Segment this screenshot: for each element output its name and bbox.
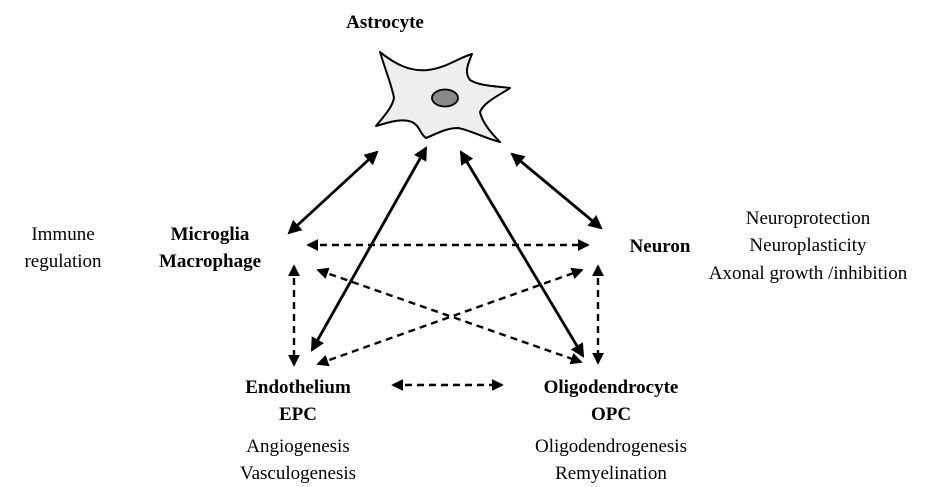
opc-label: OPC: [591, 404, 631, 425]
endothelium-desc-2: Vasculogenesis: [240, 463, 356, 484]
neuron-side-text-3: Axonal growth /inhibition: [709, 263, 908, 284]
astrocyte-label: Astrocyte: [346, 12, 424, 33]
oligodendrocyte-desc-2: Remyelination: [555, 463, 667, 484]
arrow-astrocyte-microglia: [289, 152, 377, 233]
endothelium-desc-1: Angiogenesis: [246, 436, 349, 457]
microglia-side-text-2: regulation: [24, 251, 102, 272]
arrow-microglia-oligodendrocyte: [318, 270, 581, 362]
neuron-label: Neuron: [630, 236, 691, 257]
astrocyte-cell-icon: [376, 52, 510, 142]
macrophage-label: Macrophage: [159, 251, 261, 272]
oligodendrocyte-label: Oligodendrocyte: [544, 377, 679, 398]
microglia-label: Microglia: [171, 224, 250, 245]
neuron-side-text-2: Neuroplasticity: [749, 235, 867, 256]
arrow-astrocyte-endothelium: [312, 148, 426, 350]
dashed-connections: [294, 245, 598, 385]
arrow-astrocyte-neuron: [512, 154, 601, 228]
microglia-side-text-1: Immune: [31, 224, 94, 245]
epc-label: EPC: [279, 404, 317, 425]
oligodendrocyte-desc-1: Oligodendrogenesis: [535, 436, 687, 457]
endothelium-label: Endothelium: [245, 377, 351, 398]
nucleus-icon: [432, 90, 458, 107]
neuron-side-text-1: Neuroprotection: [746, 208, 871, 229]
solid-connections: [289, 148, 601, 356]
